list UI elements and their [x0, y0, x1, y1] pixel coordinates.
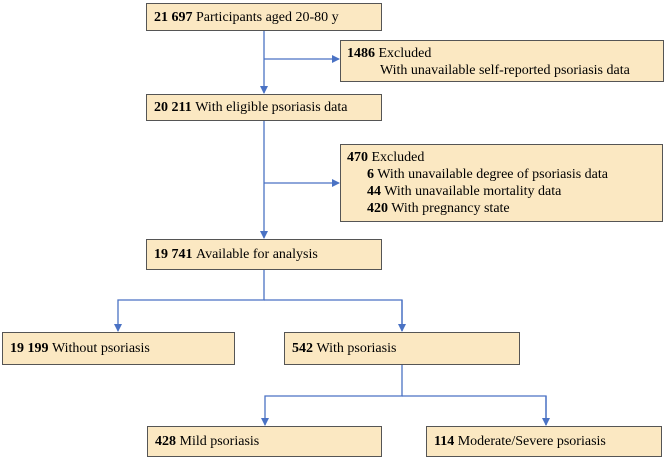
excluded2-header: 470 Excluded	[347, 149, 656, 166]
eligible-box: 20 211 With eligible psoriasis data	[146, 94, 382, 121]
excluded2-reason-count: 44	[367, 184, 381, 199]
with-count: 542	[292, 341, 313, 356]
excluded2-box: 470 Excluded 6 With unavailable degree o…	[340, 144, 663, 222]
excluded1-box: 1486 Excluded With unavailable self-repo…	[340, 40, 664, 82]
excluded2-reason-count: 420	[367, 201, 388, 216]
severe-count: 114	[434, 434, 455, 449]
participants-label: Participants aged 20-80 y	[196, 9, 339, 25]
connector-with-split	[261, 365, 403, 426]
excluded2-reason: 44 With unavailable mortality data	[347, 183, 656, 200]
connector-available-split	[114, 270, 265, 332]
excluded2-reason-count: 6	[367, 167, 374, 182]
excluded2-reason-label: With pregnancy state	[388, 201, 510, 216]
mild-label: Mild psoriasis	[179, 434, 260, 449]
excluded1-label: Excluded	[378, 46, 432, 61]
excluded1-count: 1486	[347, 46, 375, 61]
connector-with-severe	[402, 395, 547, 425]
eligible-label: With eligible psoriasis data	[195, 100, 348, 115]
available-box: 19 741 Available for analysis	[146, 239, 382, 270]
without-psoriasis-box: 19 199 Without psoriasis	[2, 332, 235, 365]
severe-psoriasis-box: 114 Moderate/Severe psoriasis	[426, 426, 662, 457]
available-label: Available for analysis	[196, 247, 318, 262]
with-label: With psoriasis	[316, 341, 397, 356]
mild-count: 428	[155, 434, 176, 449]
without-count: 19 199	[10, 341, 49, 356]
excluded1-reason: With unavailable self-reported psoriasis…	[347, 62, 657, 79]
participants-count: 21 697	[154, 9, 193, 25]
excluded2-count: 470	[347, 150, 368, 165]
excluded1-header: 1486 Excluded	[347, 45, 657, 62]
excluded2-reason-label: With unavailable degree of psoriasis dat…	[374, 167, 608, 182]
excluded2-label: Excluded	[371, 150, 425, 165]
excluded2-reason-label: With unavailable mortality data	[381, 184, 562, 199]
mild-psoriasis-box: 428 Mild psoriasis	[147, 426, 382, 457]
connector-available-with	[264, 299, 403, 331]
participants-box: 21 697 Participants aged 20-80 y	[146, 3, 382, 31]
excluded2-reason: 420 With pregnancy state	[347, 200, 656, 217]
eligible-count: 20 211	[154, 100, 192, 115]
excluded1-reason-label: With unavailable self-reported psoriasis…	[380, 63, 630, 78]
available-count: 19 741	[154, 247, 193, 262]
severe-label: Moderate/Severe psoriasis	[457, 434, 606, 449]
without-label: Without psoriasis	[52, 341, 150, 356]
excluded2-reason: 6 With unavailable degree of psoriasis d…	[347, 166, 656, 183]
with-psoriasis-box: 542 With psoriasis	[284, 332, 520, 365]
